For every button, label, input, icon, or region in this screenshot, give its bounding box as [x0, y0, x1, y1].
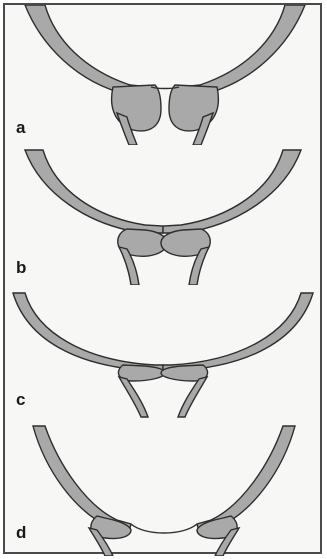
panel-label-d: d	[16, 523, 26, 543]
diagram-c	[5, 285, 320, 420]
wall-left-b	[25, 150, 163, 233]
diagram-a	[5, 5, 320, 145]
inner-edge-d	[131, 524, 197, 533]
wall-left-d	[33, 426, 131, 532]
tube-right-c	[178, 377, 207, 417]
diagram-b	[5, 145, 320, 285]
wall-right-b	[163, 150, 301, 233]
wall-right-c	[163, 293, 313, 371]
panel-d: d	[5, 420, 320, 556]
panel-b: b	[5, 145, 320, 285]
panel-label-b: b	[16, 258, 26, 278]
panel-a: a	[5, 5, 320, 145]
panel-label-a: a	[16, 118, 25, 138]
panel-label-c: c	[16, 390, 25, 410]
figure-frame: a b c	[3, 3, 322, 554]
wall-right-d	[197, 426, 295, 532]
diagram-d	[5, 420, 320, 556]
fold-left-a	[112, 85, 161, 131]
panel-c: c	[5, 285, 320, 420]
wall-left-c	[13, 293, 163, 371]
wall-left-a	[25, 5, 151, 97]
wall-right-a	[179, 5, 305, 97]
fold-right-a	[169, 85, 218, 131]
tube-left-c	[119, 377, 148, 417]
